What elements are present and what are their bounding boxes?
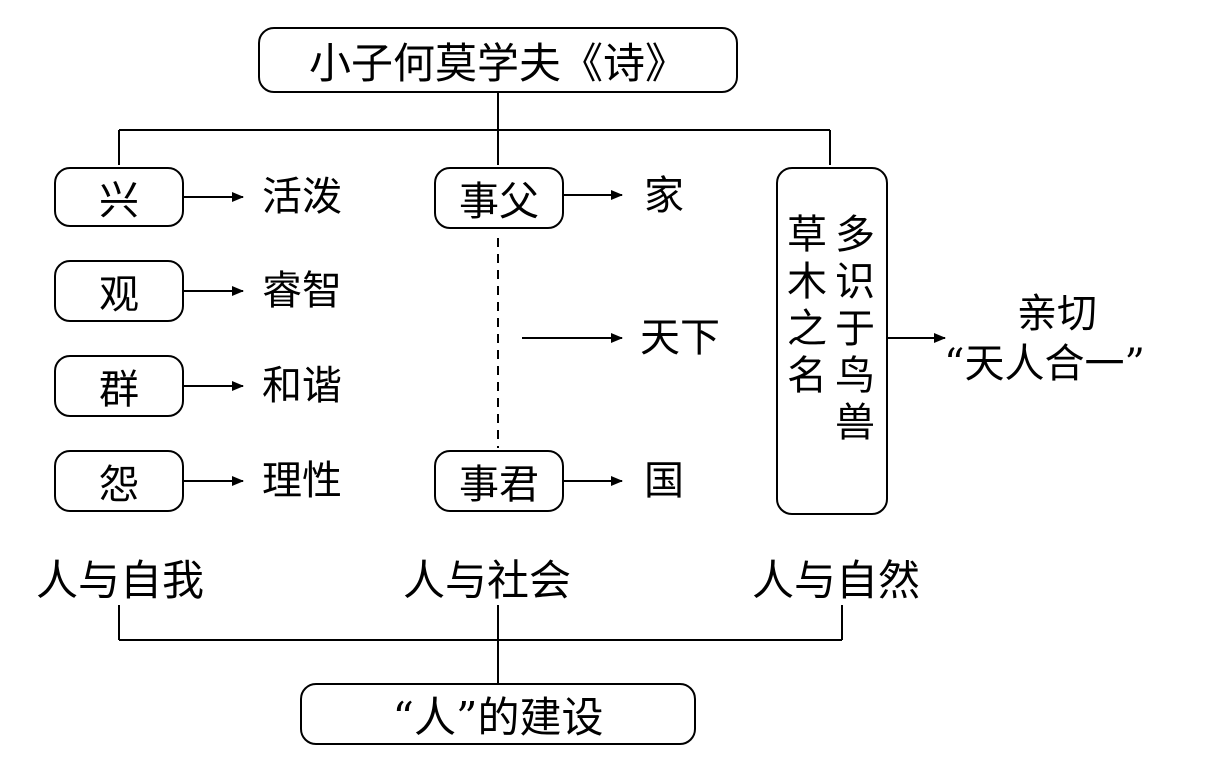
box-guan: 观 [54, 260, 184, 322]
box-xing-label: 兴 [99, 178, 139, 224]
result-huopo: 活泼 [262, 174, 342, 220]
result-tianxia: 天下 [640, 315, 720, 361]
root-label: 小子何莫学夫《诗》 [308, 38, 687, 88]
box-nature [776, 167, 888, 515]
bottom-label: “人”的建设 [392, 692, 604, 742]
caption-self: 人与自我 [36, 556, 205, 605]
result-tianrenheyi: “天人合一” [944, 341, 1145, 387]
box-guan-label: 观 [99, 272, 139, 318]
caption-society: 人与社会 [403, 556, 572, 605]
result-jia: 家 [644, 173, 684, 219]
box-shijun: 事君 [434, 450, 564, 512]
bottom-box: “人”的建设 [300, 683, 696, 745]
result-hexie: 和谐 [262, 363, 342, 409]
caption-nature: 人与自然 [752, 556, 921, 605]
result-guo: 国 [644, 458, 684, 504]
box-shifu: 事父 [434, 167, 564, 229]
box-qun: 群 [54, 355, 184, 417]
box-shijun-label: 事君 [459, 462, 539, 508]
nature-column-left: 草 木 之 名 [787, 212, 827, 399]
nature-column-right: 多 识 于 鸟 兽 [835, 212, 875, 446]
result-lixing: 理性 [262, 458, 342, 504]
box-xing: 兴 [54, 167, 184, 227]
root-box: 小子何莫学夫《诗》 [258, 27, 738, 93]
result-qinqie: 亲切 [1017, 291, 1097, 337]
box-shifu-label: 事父 [459, 179, 539, 225]
result-ruizhi: 睿智 [262, 268, 342, 314]
box-yuan: 怨 [54, 450, 184, 512]
box-yuan-label: 怨 [99, 462, 139, 508]
box-qun-label: 群 [99, 367, 139, 413]
